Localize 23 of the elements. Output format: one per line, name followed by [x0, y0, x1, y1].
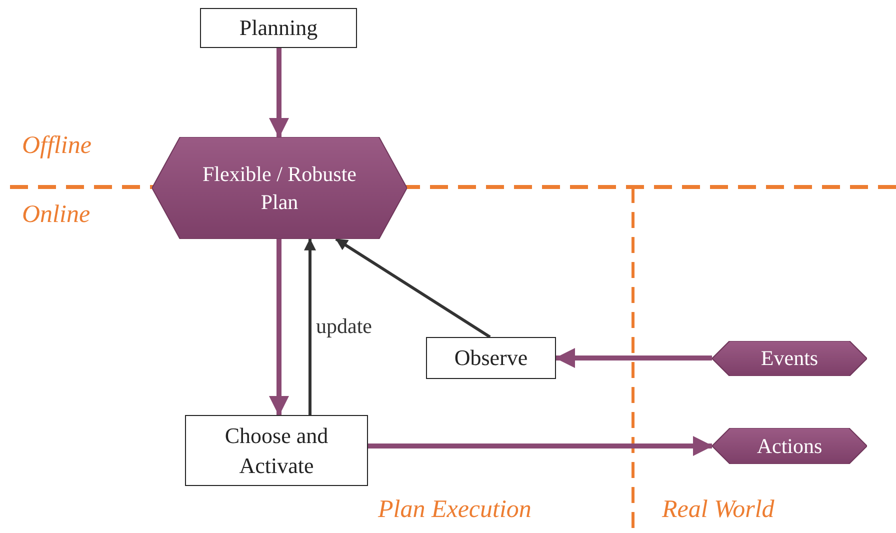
node-text: Actions [756, 432, 822, 460]
arrow [269, 239, 289, 416]
region-label: Online [22, 202, 90, 227]
hexagon-node [712, 428, 867, 464]
process-box [200, 8, 357, 48]
hexagon-node [152, 137, 407, 239]
arrow [555, 348, 712, 368]
arrow [368, 436, 713, 456]
arrow [335, 238, 491, 338]
edge-label: update [316, 316, 372, 337]
arrow [304, 238, 316, 415]
node-text: Flexible / Robuste Plan [202, 160, 358, 216]
process-box [426, 337, 556, 379]
node-text: Planning [238, 14, 319, 42]
arrow [269, 48, 289, 138]
node-text: Observe [453, 344, 529, 372]
process-box [185, 415, 368, 486]
node-text: Choose and Activate [224, 422, 330, 480]
region-label: Plan Execution [378, 497, 532, 522]
region-label: Real World [662, 497, 774, 522]
hexagon-node [712, 341, 867, 376]
region-label: Offline [22, 133, 92, 158]
node-text: Events [760, 345, 818, 372]
